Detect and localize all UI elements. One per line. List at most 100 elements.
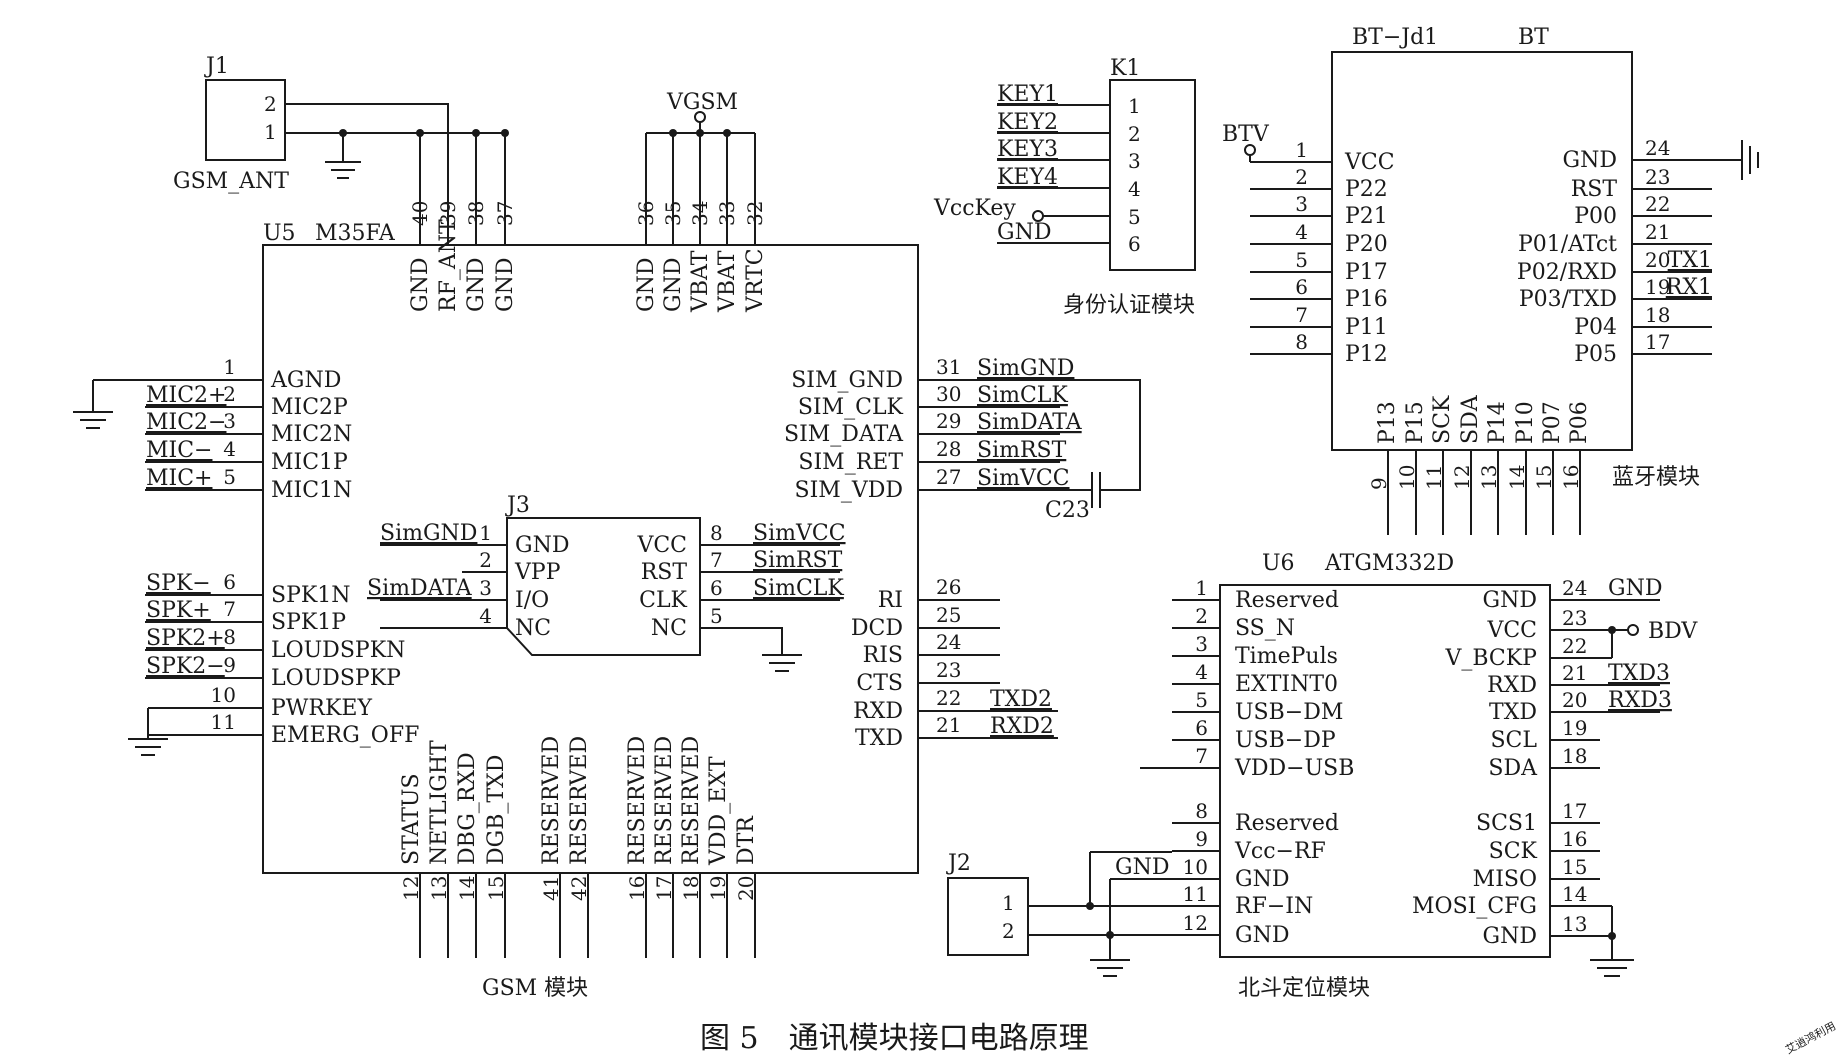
u5-bottom-pin-number: 19 bbox=[706, 876, 730, 901]
bdv-label: BDV bbox=[1648, 619, 1698, 644]
u5-top-pin-number: 32 bbox=[743, 201, 767, 226]
bt-left-pin-name: VCC bbox=[1344, 150, 1395, 175]
bt-left-pin-name: P22 bbox=[1345, 177, 1388, 202]
bt-left-pin-number: 3 bbox=[1295, 192, 1308, 216]
u5-bottom-pin-name: RESERVED bbox=[567, 736, 592, 865]
u5-module-label: GSM 模块 bbox=[482, 976, 588, 1001]
u5-right-pin-name: SIM_RET bbox=[798, 450, 903, 475]
u6-left-pin-number: 11 bbox=[1183, 882, 1208, 906]
u5-left-pin-number: 2 bbox=[223, 382, 236, 406]
u6-right-pin-name: GND bbox=[1483, 588, 1537, 613]
vgsm-rail: VGSM bbox=[645, 90, 756, 245]
bt-bottom-pin-number: 12 bbox=[1450, 465, 1474, 490]
j3-left-net-label: SimGND bbox=[380, 521, 477, 546]
u5-top-pin-name: VBAT bbox=[715, 250, 740, 313]
k1-pin-number: 3 bbox=[1128, 149, 1141, 173]
u6-right-pin-name: GND bbox=[1483, 924, 1537, 949]
u6-left-pin-number: 9 bbox=[1195, 827, 1208, 851]
junction bbox=[472, 129, 480, 137]
u5-right-pin-number: 28 bbox=[936, 437, 961, 461]
u5-right-pin-number: 25 bbox=[936, 603, 961, 627]
u5-bottom-pin-number: 14 bbox=[455, 876, 479, 901]
junction bbox=[669, 129, 677, 137]
u5-top-pin-number: 36 bbox=[634, 201, 658, 226]
j3-right-net-label: SimVCC bbox=[753, 521, 846, 546]
u5-right-pin-name: SIM_CLK bbox=[798, 395, 904, 420]
rf-power-wire bbox=[1089, 851, 1172, 906]
u5-bottom-pin-number: 15 bbox=[484, 876, 508, 901]
vgsm-label: VGSM bbox=[666, 90, 738, 115]
bt-left-pin-name: P20 bbox=[1345, 232, 1388, 257]
u6-left-pin-name: Reserved bbox=[1235, 811, 1339, 836]
u5-right-pin-number: 21 bbox=[936, 713, 961, 737]
bt-left-pin-number: 5 bbox=[1295, 248, 1308, 272]
j3-left-pin-name: GND bbox=[515, 533, 569, 558]
bt-right-pin-number: 24 bbox=[1645, 136, 1670, 160]
u6-right-pin-number: 13 bbox=[1562, 912, 1587, 936]
bt-ground-symbol bbox=[1712, 140, 1759, 180]
junction bbox=[339, 129, 347, 137]
u6-gnd-net: GND bbox=[1115, 855, 1169, 880]
j2-wires bbox=[1028, 905, 1172, 936]
bdv-terminal bbox=[1627, 624, 1639, 636]
u6-left-pin-number: 4 bbox=[1195, 660, 1208, 684]
u6-left-pin-number: 3 bbox=[1195, 632, 1208, 656]
u5-right-net-label: SimCLK bbox=[977, 383, 1068, 408]
u6-right-pin-name: V_BCKP bbox=[1444, 646, 1537, 671]
u6-right-pin-number: 22 bbox=[1562, 634, 1587, 658]
k1-net-label: KEY2 bbox=[997, 110, 1058, 135]
j3-left-pin-name: VPP bbox=[514, 560, 561, 585]
bt-bottom-pin-number: 11 bbox=[1422, 465, 1446, 490]
j1-antenna-connector: J1 GSM_ANT 2 1 bbox=[173, 54, 509, 245]
u6-right-net-label: TXD3 bbox=[1608, 661, 1670, 686]
u6-right-pin-name: SCS1 bbox=[1476, 811, 1537, 836]
bt-left-pin-number: 7 bbox=[1295, 303, 1308, 327]
u5-top-pin-name: GND bbox=[408, 258, 433, 312]
u6-left-pin-name: SS_N bbox=[1235, 616, 1295, 641]
btv-label: BTV bbox=[1222, 122, 1270, 147]
j1-rf-wire bbox=[285, 103, 449, 245]
u5-left-net-label: MIC− bbox=[146, 438, 212, 463]
u6-left-pin-name: USB−DM bbox=[1235, 700, 1343, 725]
u5-bottom-pin-number: 18 bbox=[679, 876, 703, 901]
u5-top-pin-name: GND bbox=[634, 258, 659, 312]
u5-bottom-pin-name: RESERVED bbox=[652, 736, 677, 865]
bt-left-pin-number: 1 bbox=[1295, 138, 1308, 162]
u6-right-pin-name: TXD bbox=[1489, 700, 1537, 725]
j3-left-pin-name: I/O bbox=[515, 588, 549, 613]
bt-bottom-pin-name: P14 bbox=[1485, 401, 1510, 444]
j1-ground-symbol bbox=[325, 133, 361, 179]
bt-bottom-pin-number: 15 bbox=[1532, 465, 1556, 490]
bt-right-pin-name: P02/RXD bbox=[1517, 260, 1617, 285]
junction bbox=[501, 129, 509, 137]
bt-bottom-pin-name: P07 bbox=[1540, 401, 1565, 444]
bt-left-pin-name: P21 bbox=[1345, 204, 1388, 229]
u5-left-pins: 1AGND2MIC2PMIC2+3MIC2NMIC2−4MIC1PMIC−5MI… bbox=[93, 355, 419, 748]
u6-right-pin-number: 20 bbox=[1562, 688, 1587, 712]
u5-right-pin-name: RXD bbox=[853, 699, 903, 724]
u5-left-pin-number: 4 bbox=[223, 437, 236, 461]
u5-bottom-pin-name: DTR bbox=[734, 815, 759, 865]
j1-ref: J1 bbox=[204, 54, 229, 79]
j2-pin-2: 2 bbox=[1002, 919, 1015, 943]
u5-bottom-pin-number: 16 bbox=[625, 876, 649, 901]
u5-left-net-label: SPK2+ bbox=[146, 626, 225, 651]
u5-top-pin-number: 38 bbox=[464, 201, 488, 226]
u5-right-net-label: SimDATA bbox=[977, 410, 1083, 435]
u6-left-pin-number: 5 bbox=[1195, 688, 1208, 712]
bt-bottom-pin-name: P06 bbox=[1567, 401, 1592, 444]
u5-right-net-label: SimVCC bbox=[977, 466, 1070, 491]
u5-top-pin-number: 35 bbox=[661, 201, 685, 226]
j3-left-pin-number: 4 bbox=[479, 604, 492, 628]
k1-net-label: KEY3 bbox=[997, 137, 1058, 162]
j3-left-net-label: SimDATA bbox=[367, 576, 473, 601]
u6-module-label: 北斗定位模块 bbox=[1238, 976, 1370, 1001]
j3-left-pin-name: NC bbox=[515, 616, 551, 641]
u6-left-pin-name: GND bbox=[1235, 923, 1289, 948]
k1-pin-number: 2 bbox=[1128, 122, 1141, 146]
u6-body bbox=[1219, 584, 1551, 958]
